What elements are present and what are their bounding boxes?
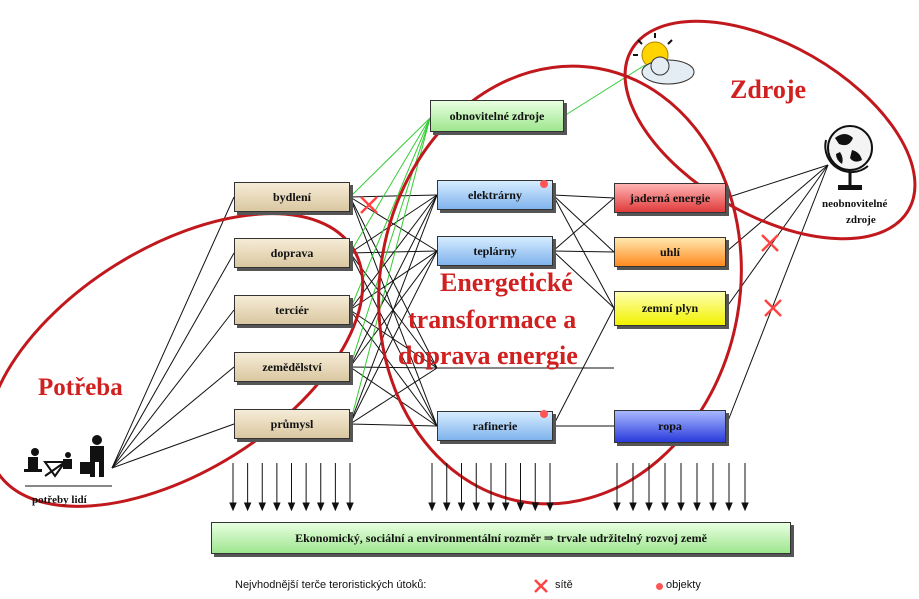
network-x-marker [360,196,378,214]
source-box-uhli: uhlí [614,237,726,267]
arrow-head [677,502,685,512]
need-transform-line [349,194,438,198]
transform-source-line [552,194,615,199]
need-transform-line [349,196,438,427]
network-x-marker [764,299,782,317]
transform-title-1: Energetické [440,268,573,297]
arrow-head [243,502,252,512]
nonrenewable-label-2: zdroje [846,214,876,226]
legend-label: Nejvhodnější terče teroristických útoků: [235,579,427,591]
transform-source-line [552,194,615,253]
arrow-head [331,502,340,512]
people-need-line [111,196,235,469]
sources-title: Zdroje [730,75,807,104]
needs-title: Potřeba [38,374,123,401]
rafinerie-gas-line [552,307,615,427]
legend-x-icon [534,579,548,593]
transform-source-line [552,250,615,309]
people-need-line [111,309,235,469]
down-arrows [229,463,749,512]
renewable-need-line [349,117,431,368]
renewable-need-line [349,117,431,254]
arrow-head [516,502,525,512]
need-box-bydleni: bydlení [234,182,350,212]
arrow-head [709,502,717,512]
legend-objects: objekty [666,579,701,591]
source-globe-line [725,164,829,253]
object-marker [540,180,548,188]
sustainability-bar: Ekonomický, sociální a environmentální r… [211,522,791,554]
source-globe-line [725,164,829,199]
transform-ellipse [377,64,743,506]
need-transform-line [349,194,438,368]
transform-box-rafinerie: rafinerie [437,411,553,441]
need-transform-line [349,309,438,369]
people-need-line [111,366,235,469]
need-transform-line [349,250,438,425]
need-transform-line [349,423,438,427]
renewable-need-line [349,117,431,425]
transform-box-teplarny: teplárny [437,236,553,266]
need-transform-line [349,194,438,311]
arrow-head [693,502,701,512]
arrow-head [546,502,554,512]
arrow-head [531,502,540,512]
need-box-doprava: doprava [234,238,350,268]
source-globe-line [725,164,829,427]
arrow-head [273,502,281,512]
arrow-head [725,502,733,512]
object-marker [540,410,548,418]
arrow-head [629,502,637,512]
transform-title-3: doprava energie [398,341,578,370]
sources-ellipse [623,19,917,241]
arrow-head [472,502,481,512]
network-x-marker [761,234,779,252]
nonrenewable-label-1: neobnovitelné [822,198,888,210]
source-box-plyn: zemní plyn [614,291,726,326]
people-label: potřeby lidí [32,494,87,506]
renewable-need-line [349,117,431,198]
need-box-tercier: terciér [234,295,350,325]
arrow-head [302,502,310,512]
need-transform-line [349,196,438,369]
need-transform-line [349,194,438,254]
people-need-line [111,252,235,469]
need-box-zemedelstvi: zemědělství [234,352,350,382]
sun-cloud-icon [633,33,695,85]
arrow-head [741,502,749,512]
arrow-head [613,502,621,512]
arrow-head [645,502,653,512]
source-box-jaderna: jaderná energie [614,183,726,213]
renewable-sun-line [563,64,646,117]
transform-box-elektrarny: elektrárny [437,180,553,210]
arrow-head [442,502,451,512]
people-icon [24,435,104,478]
legend-networks: sítě [555,579,573,591]
network-markers [360,196,782,317]
arrow-head [428,502,436,512]
arrow-head [229,502,237,512]
source-box-ropa: ropa [614,410,726,443]
people-need-line [111,423,235,469]
arrow-head [501,502,510,512]
transform-source-line [552,250,615,253]
arrow-head [661,502,669,512]
needs-ellipse [0,212,365,508]
need-transform-line [349,194,438,425]
transform-title-2: transformace a [408,305,577,334]
arrow-head [316,502,325,512]
arrow-head [487,502,495,512]
need-transform-line [349,367,438,425]
transform-source-line [552,197,615,252]
arrow-head [457,502,466,512]
globe-icon [824,125,873,190]
arrow-head [346,502,354,512]
connection-lines [111,164,829,469]
renewables-box: obnovitelné zdroje [430,100,564,132]
legend-dot-icon [656,583,663,590]
arrow-head [287,502,296,512]
need-box-prumysl: průmysl [234,409,350,439]
arrow-head [258,502,267,512]
